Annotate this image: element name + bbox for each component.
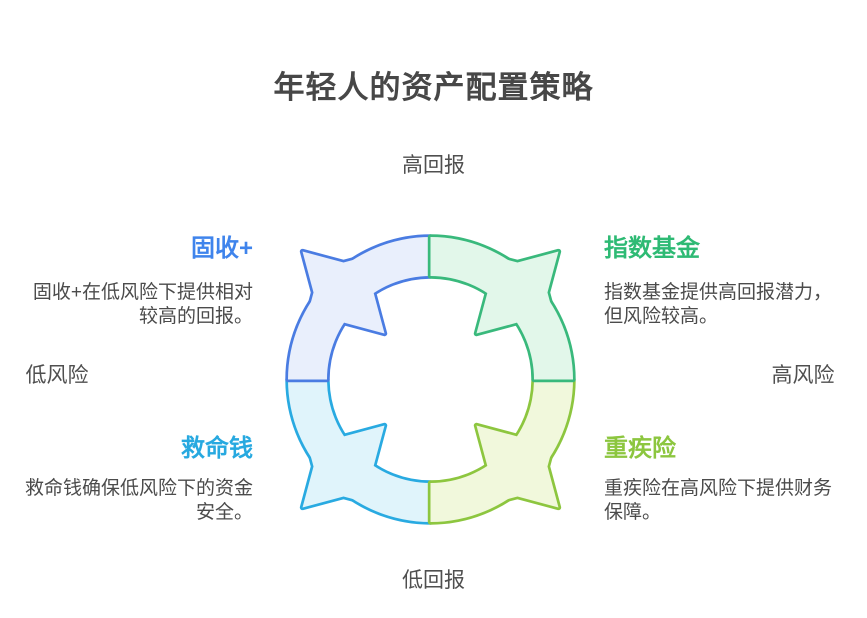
ring-segment-index-funds xyxy=(427,234,576,383)
quadrant-label-index-funds: 指数基金 xyxy=(604,235,700,262)
ring-segment-fixed-income-plus xyxy=(285,234,434,383)
quadrant-label-emergency-money: 救命钱 xyxy=(181,435,253,462)
quadrant-label-fixed-income-plus: 固收+ xyxy=(190,235,253,262)
ring-star-fill xyxy=(302,425,385,508)
ring-star-fill xyxy=(302,251,385,334)
quadrant-desc-fixed-income-plus: 固收+在低风险下提供相对 较高的回报。 xyxy=(20,281,253,329)
quadrant-desc-index-funds: 指数基金提供高回报潜力， 但风险较高。 xyxy=(604,281,856,329)
desc-line: 救命钱确保低风险下的资金 xyxy=(24,478,253,499)
quadrant-desc-critical-illness-insurance: 重疾险在高风险下提供财务 保障。 xyxy=(604,477,856,525)
ring-star-fill xyxy=(476,425,559,508)
quadrant-desc-emergency-money: 救命钱确保低风险下的资金 安全。 xyxy=(20,477,253,525)
ring-band-fill xyxy=(288,379,431,522)
page-title: 年轻人的资产配置策略 xyxy=(273,70,594,105)
ring-band-fill xyxy=(430,237,573,380)
ring-segment-critical-illness-insurance xyxy=(427,376,576,525)
desc-line: 但风险较高。 xyxy=(604,306,719,327)
desc-line: 较高的回报。 xyxy=(138,306,253,327)
axis-label-high-risk: 高风险 xyxy=(771,364,835,387)
desc-line: 指数基金提供高回报潜力， xyxy=(604,282,833,303)
desc-line: 安全。 xyxy=(195,502,253,523)
axis-label-high-return: 高回报 xyxy=(402,154,465,177)
quadrant-label-critical-illness-insurance: 重疾险 xyxy=(604,435,676,462)
ring-star-fill xyxy=(476,251,559,334)
desc-line: 重疾险在高风险下提供财务 xyxy=(604,478,833,499)
ring-band-fill xyxy=(430,379,573,522)
axis-label-low-return: 低回报 xyxy=(402,569,465,592)
axis-label-low-risk: 低风险 xyxy=(25,364,89,387)
ring-band-fill xyxy=(288,237,431,380)
desc-line: 保障。 xyxy=(604,502,662,523)
desc-line: 固收+在低风险下提供相对 xyxy=(32,282,253,303)
ring-segment-emergency-money xyxy=(285,376,434,525)
